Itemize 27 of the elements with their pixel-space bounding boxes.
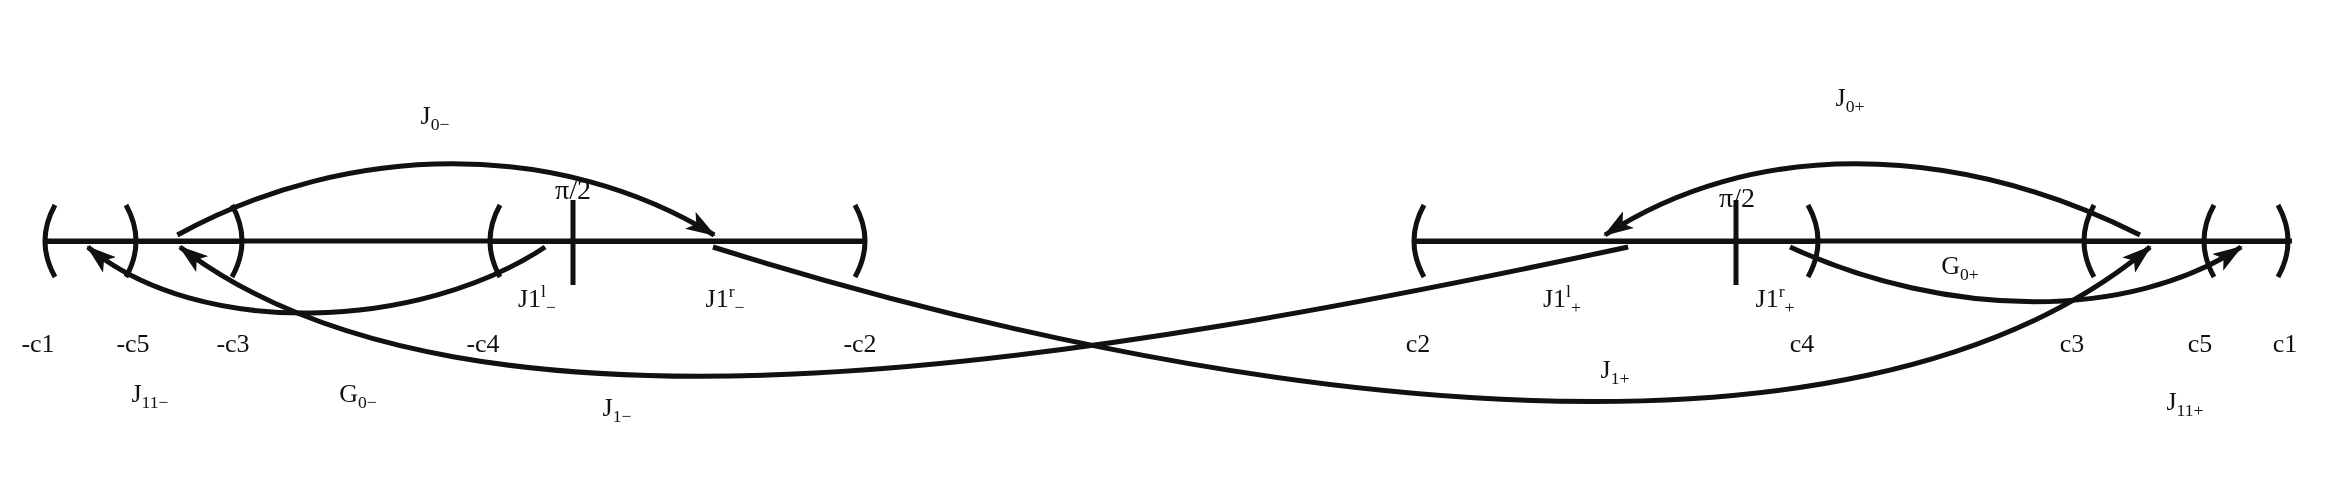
edge-label: G$_{0−}$ bbox=[339, 379, 377, 413]
axis-label: c2 bbox=[1405, 329, 1431, 359]
arrow bbox=[712, 244, 2152, 404]
axis-label: -c1 bbox=[21, 329, 55, 359]
axis-label: c1 bbox=[2272, 329, 2298, 359]
edge-label: J$_{1−}$ bbox=[602, 393, 632, 427]
axis-label: J$_{11+}$ bbox=[2166, 387, 2204, 421]
edge-label: G$_{0+}$ bbox=[1941, 251, 1979, 285]
arrow bbox=[86, 244, 547, 316]
arrow bbox=[176, 161, 716, 238]
axis-label: c5 bbox=[2187, 329, 2213, 359]
axis-label: c3 bbox=[2059, 329, 2085, 359]
interval-segment bbox=[1415, 238, 1736, 244]
interval-segment bbox=[46, 238, 135, 244]
axis-label: c4 bbox=[1789, 329, 1815, 359]
axis-label: -c4 bbox=[466, 329, 500, 359]
axis-label: -c2 bbox=[843, 329, 877, 359]
interval-segment bbox=[573, 238, 864, 244]
axis-label: -c3 bbox=[216, 329, 250, 359]
arrow bbox=[1603, 161, 2141, 238]
axis-label: J$_{11−}$ bbox=[131, 379, 169, 413]
arrow bbox=[178, 244, 1629, 379]
arrow bbox=[1789, 244, 2243, 305]
edge-label: J$_{0−}$ bbox=[420, 101, 450, 135]
edge-label: J$_{1+}$ bbox=[1600, 355, 1630, 389]
edge-label: J$_{0+}$ bbox=[1835, 83, 1865, 117]
axis-label: -c5 bbox=[116, 329, 150, 359]
